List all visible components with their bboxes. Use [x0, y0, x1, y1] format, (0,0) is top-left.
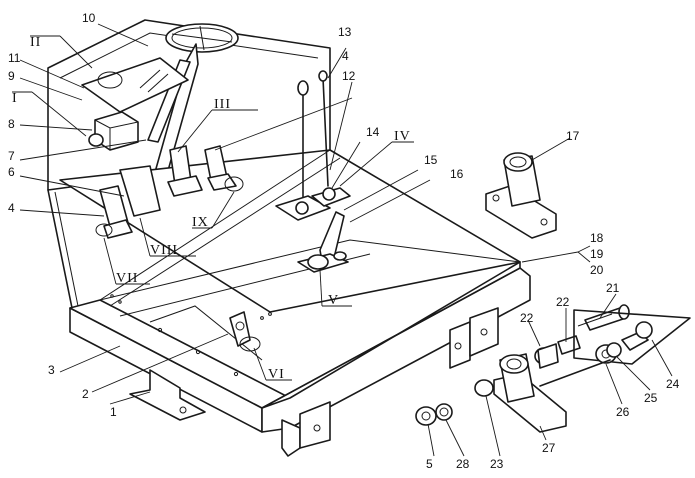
- pedals: [95, 145, 244, 239]
- bracket-26: [474, 353, 611, 433]
- label-9: 11: [8, 51, 21, 65]
- label-15: 16: [450, 167, 464, 181]
- label-22b: 23: [490, 457, 504, 471]
- label-26: 27: [542, 441, 556, 455]
- label-27: 28: [456, 457, 470, 471]
- bolt-spring-assembly: [534, 304, 691, 369]
- control-box: [88, 111, 139, 151]
- view-label-iv: IV: [394, 129, 411, 144]
- mount-brackets: [129, 307, 499, 457]
- label-19: 20: [590, 263, 604, 277]
- hand-lever: [297, 211, 349, 273]
- label-2: 2: [82, 387, 89, 401]
- label-7: 8: [8, 117, 15, 131]
- label-25: 26: [616, 405, 630, 419]
- label-14: 15: [424, 153, 438, 167]
- label-4a: 4: [8, 201, 15, 215]
- view-label-viii: VIII: [150, 243, 178, 258]
- label-18: 19: [590, 247, 604, 261]
- view-label-i: I: [12, 91, 18, 106]
- bracket-16: [485, 152, 557, 239]
- view-label-v: V: [328, 293, 339, 308]
- hinge-plate: [229, 311, 272, 352]
- part-number-labels: 10 11 9 8 7 6 4 13 4 12 14 15 16 17 18 1…: [8, 11, 680, 471]
- instrument-panel: [81, 57, 189, 113]
- label-5: 6: [8, 165, 15, 179]
- label-17: 18: [590, 231, 604, 245]
- view-label-iii: III: [214, 97, 231, 112]
- label-23: 24: [666, 377, 680, 391]
- view-label-vi: VI: [268, 367, 285, 382]
- gear-levers: [275, 70, 351, 221]
- label-6: 7: [8, 149, 15, 163]
- label-10: 10: [82, 11, 96, 25]
- label-1: 1: [110, 405, 117, 419]
- label-20: 21: [606, 281, 620, 295]
- label-13: 14: [366, 125, 380, 139]
- label-22a: 22: [520, 311, 534, 325]
- label-28: 5: [426, 457, 433, 471]
- view-labels: II I III IV IX VIII VII V VI: [12, 35, 411, 382]
- view-label-vii: VII: [116, 271, 138, 286]
- label-21: 22: [556, 295, 570, 309]
- leader-lines: [12, 23, 673, 457]
- label-8: 9: [8, 69, 15, 83]
- label-3: 3: [48, 363, 55, 377]
- label-24: 25: [644, 391, 658, 405]
- nut-washer: [415, 403, 453, 426]
- label-12: 13: [338, 25, 352, 39]
- view-label-ii: II: [30, 35, 41, 50]
- label-4b: 4: [342, 49, 349, 63]
- label-11: 12: [342, 69, 356, 83]
- view-label-ix: IX: [192, 215, 209, 230]
- label-16: 17: [566, 129, 580, 143]
